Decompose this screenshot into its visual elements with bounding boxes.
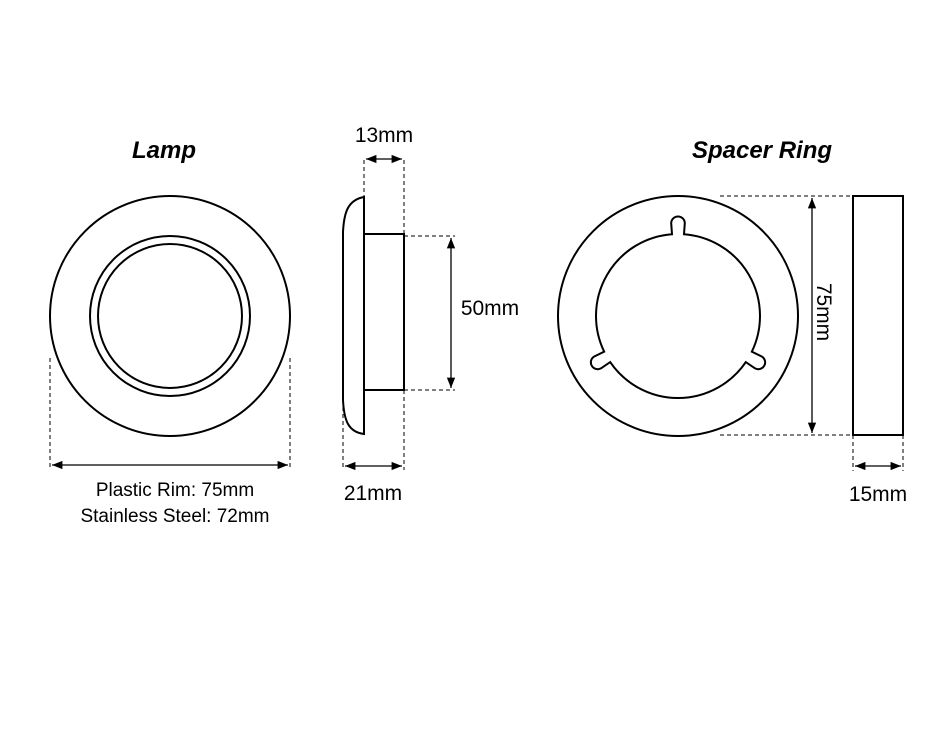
- rim-note: Plastic Rim: 75mm: [96, 480, 254, 501]
- lamp-steel-ring: [89, 235, 251, 397]
- spacer-ring-front-view: [557, 195, 799, 437]
- lamp-body-depth-dimension: [363, 154, 405, 234]
- lamp-total-depth-dimension: [342, 390, 405, 471]
- lamp-front-view: [49, 195, 291, 437]
- lamp-body-height-dimension: [404, 235, 456, 391]
- lamp-body-height-label: 50mm: [461, 297, 519, 320]
- lamp-outer-rim: [49, 195, 291, 437]
- lamp-side-flange: [342, 195, 365, 436]
- steel-note: Stainless Steel: 72mm: [80, 506, 269, 527]
- lamp-side-body: [363, 233, 405, 391]
- spacer-ring-inner-with-tabs: [589, 215, 767, 399]
- spacer-ring-title: Spacer Ring: [692, 137, 832, 164]
- lamp-total-depth-label: 21mm: [344, 482, 402, 505]
- spacer-ring-outer: [557, 195, 799, 437]
- spacer-ring-diameter-label: 75mm: [812, 283, 835, 341]
- lamp-title: Lamp: [132, 137, 196, 164]
- spacer-ring-side-view: [852, 195, 904, 436]
- lamp-side-view: [342, 195, 405, 436]
- lamp-body-depth-label: 13mm: [355, 124, 413, 147]
- spacer-ring-depth-dimension: [852, 435, 904, 471]
- lamp-lens: [97, 243, 243, 389]
- lamp-diameter-dimension: [49, 358, 291, 470]
- spacer-ring-depth-label: 15mm: [849, 483, 907, 506]
- spacer-ring-diameter-dimension: [720, 195, 853, 436]
